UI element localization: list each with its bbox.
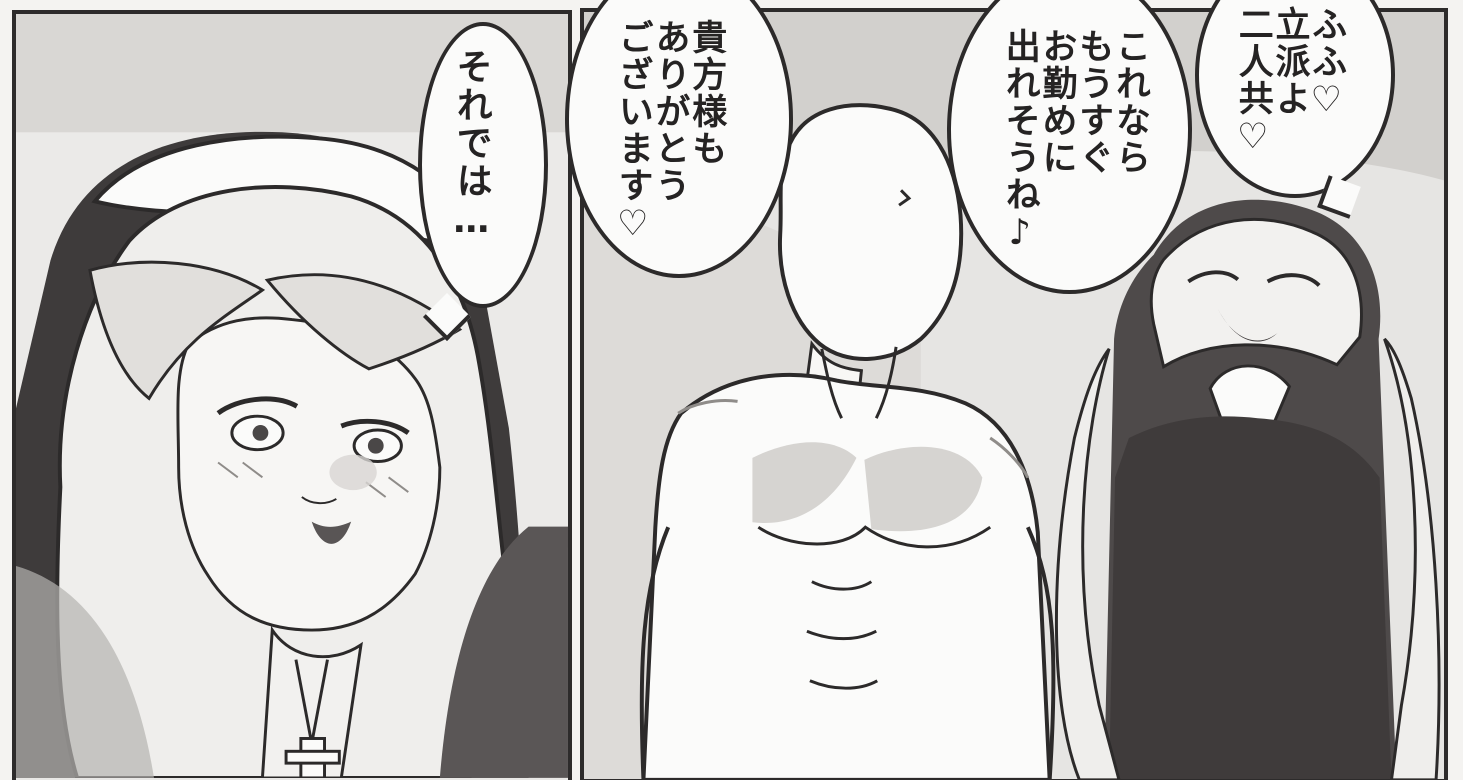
speech-bubble-1: それでは…	[418, 22, 548, 308]
speech-text-4: ふふ♡ 立派よ 二人共♡	[1232, 6, 1347, 159]
speech-text-3: これなら もうすぐ お勤めに 出れそうね♪	[999, 28, 1150, 255]
speech-bubble-4: ふふ♡ 立派よ 二人共♡	[1195, 0, 1395, 198]
speech-bubble-2: 貴方様も ありがとう ございます♡	[565, 0, 793, 278]
speech-bubble-3: これなら もうすぐ お勤めに 出れそうね♪	[947, 0, 1192, 294]
nun-closeup-art	[16, 14, 568, 778]
speech-text-1: それでは…	[450, 48, 492, 243]
speech-text-2: 貴方様も ありがとう ございます♡	[612, 19, 727, 246]
